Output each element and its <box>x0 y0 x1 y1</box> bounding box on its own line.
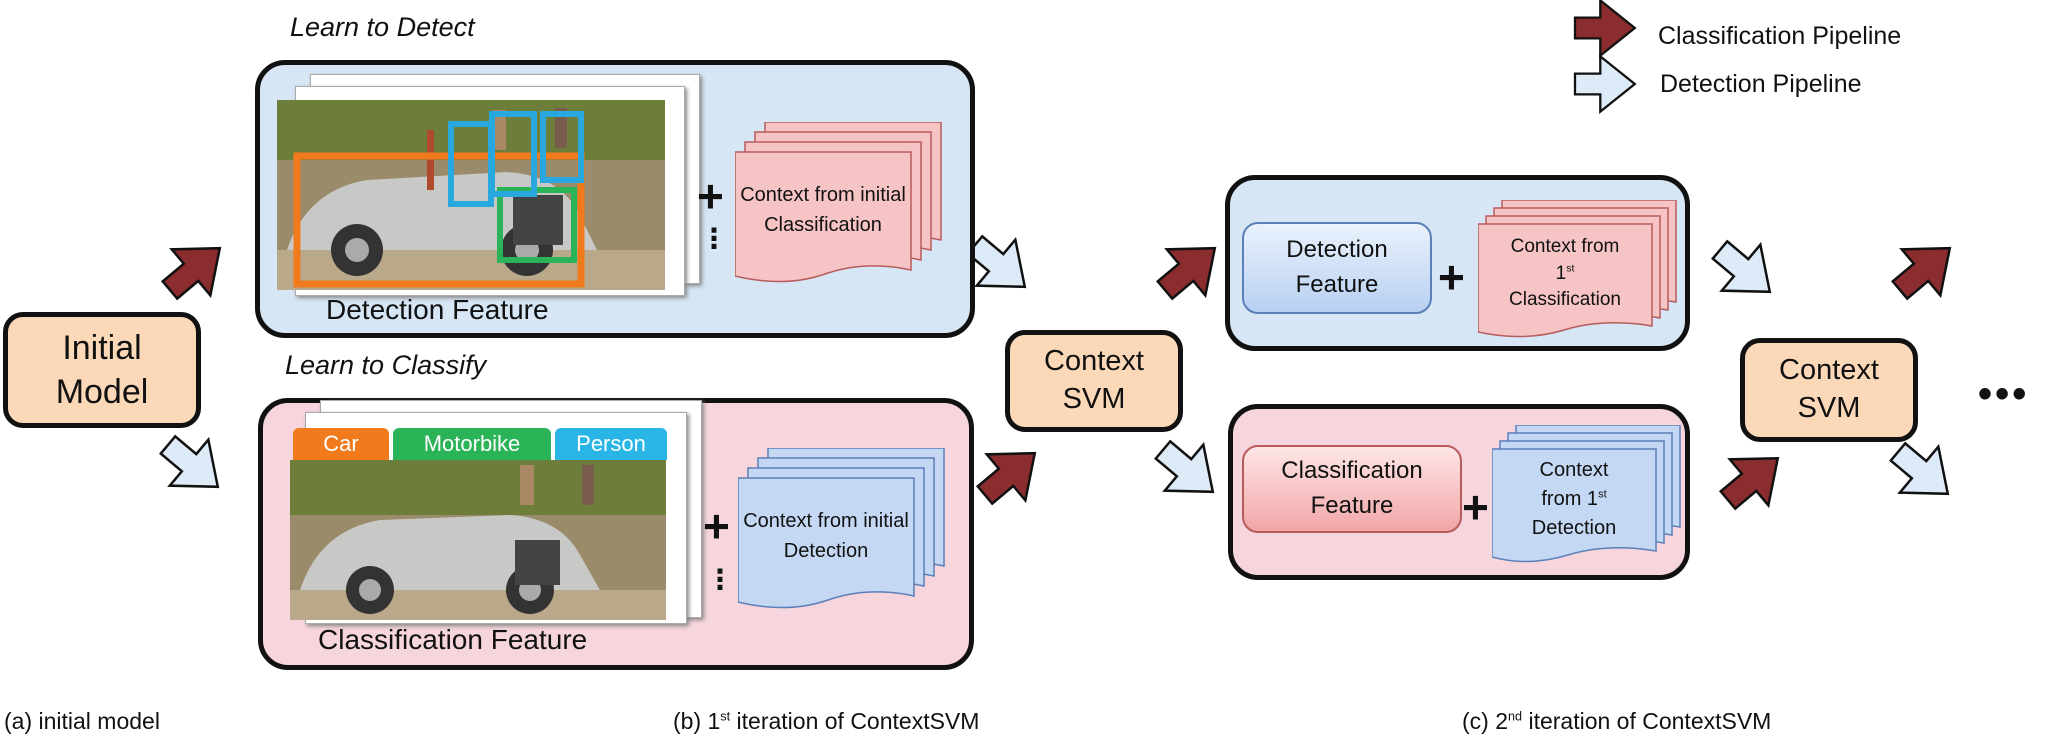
context-1st-classification-stack: Context from 1st Classification <box>1478 200 1683 345</box>
context-1st-class-line2: 1st <box>1556 261 1575 288</box>
context-1st-detection-stack: Context from 1st Detection <box>1492 425 1687 570</box>
classification-photo <box>290 460 666 620</box>
context-1st-det-line2: from 1st <box>1541 485 1606 514</box>
plus-sign-classification: + <box>703 500 730 552</box>
stack-dots-classification: ⋮ <box>706 564 734 595</box>
plus-sign-detection: + <box>697 170 724 222</box>
initial-model-box: Initial Model <box>3 312 201 428</box>
context-1st-class-line3: Classification <box>1509 289 1621 311</box>
detection-photo <box>277 100 665 290</box>
classification-arrow-b <box>964 428 1056 520</box>
detection-feature-box-c: Detection Feature <box>1242 222 1432 314</box>
plus-sign-c-detection: + <box>1438 251 1465 303</box>
continuation-dots: • • • <box>1978 372 2026 416</box>
learn-to-classify-title: Learn to Classify <box>285 350 487 380</box>
detection-arrow-c <box>1142 425 1234 517</box>
classification-arrow-next <box>1879 223 1971 315</box>
context-1st-class-sup: st <box>1566 263 1575 275</box>
stack-dots-detection: ⋮ <box>700 223 728 254</box>
caption-c-sup: nd <box>1508 709 1523 724</box>
plus-sign-c-classification: + <box>1462 481 1489 533</box>
caption-b-prefix: (b) 1 <box>673 708 721 734</box>
classification-arrow-c2 <box>1707 433 1799 525</box>
caption-c-prefix: (c) 2 <box>1462 708 1508 734</box>
context-1st-det-line3: Detection <box>1531 516 1617 539</box>
classification-feature-label: Classification Feature <box>318 624 588 655</box>
classification-arrow-c <box>1144 223 1236 315</box>
context-svm-box-1: Context SVM <box>1005 330 1183 432</box>
context-from-detection-stack: Context from initial Detection <box>738 448 953 618</box>
caption-c-suffix: iteration of ContextSVM <box>1522 708 1772 734</box>
class-tag-motorbike: Motorbike <box>393 428 551 460</box>
legend-classification-label: Classification Pipeline <box>1658 22 1902 50</box>
context-1st-class-num: 1 <box>1555 262 1567 284</box>
context-1st-det-sup: st <box>1598 487 1607 500</box>
caption-b: (b) 1st iteration of ContextSVM <box>673 708 979 735</box>
context-1st-detection-text: Context from 1st Detection <box>1492 449 1656 549</box>
context-1st-class-line1: Context from <box>1510 236 1620 258</box>
context-1st-classification-text: Context from 1st Classification <box>1478 226 1652 322</box>
learn-to-detect-title: Learn to Detect <box>290 12 475 42</box>
classification-feature-box-c: Classification Feature <box>1242 445 1462 533</box>
detection-feature-label: Detection Feature <box>326 294 549 325</box>
legend-detection-arrow <box>1573 55 1636 113</box>
class-tag-car: Car <box>293 428 389 460</box>
context-from-classification-text: Context from initial Classification <box>740 184 906 236</box>
context-svm-box-2: Context SVM <box>1740 338 1918 442</box>
legend-classification-arrow <box>1573 0 1636 57</box>
context-from-detection-text: Context from initial Detection <box>743 510 909 562</box>
classification-arrow-a <box>149 223 241 315</box>
detection-arrow-next <box>1877 427 1969 519</box>
context-from-classification-stack: Context from initial Classification <box>735 122 950 292</box>
context-1st-det-line1: Context <box>1539 458 1609 481</box>
caption-c: (c) 2nd iteration of ContextSVM <box>1462 708 1771 735</box>
caption-b-sup: st <box>720 709 731 724</box>
context-1st-det-num: from 1 <box>1541 487 1599 510</box>
caption-a: (a) initial model <box>4 708 160 734</box>
class-tag-person: Person <box>555 428 667 460</box>
detection-arrow-c2 <box>1699 225 1791 317</box>
legend-detection-label: Detection Pipeline <box>1660 70 1862 98</box>
detection-arrow-a <box>147 420 239 512</box>
caption-b-suffix: iteration of ContextSVM <box>730 708 980 734</box>
